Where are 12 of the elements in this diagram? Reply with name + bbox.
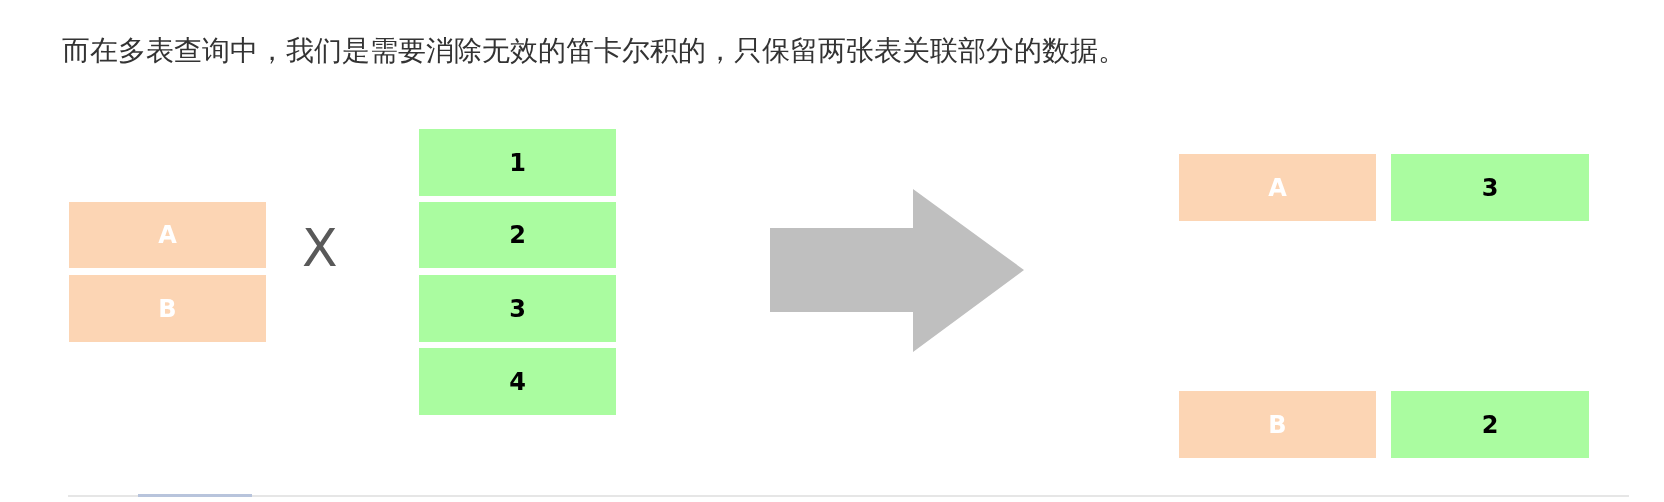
table-cell: B <box>1179 391 1376 458</box>
table-cell: 3 <box>419 275 616 342</box>
table-cell: A <box>69 202 266 268</box>
table-cell: 1 <box>419 129 616 196</box>
table-cell: A <box>1179 154 1376 221</box>
multiply-sign: X <box>302 222 338 274</box>
table-cell: 3 <box>1391 154 1589 221</box>
heading: 而在多表查询中，我们是需要消除无效的笛卡尔积的，只保留两张表关联部分的数据。 <box>62 33 1126 69</box>
table-cell: 4 <box>419 348 616 415</box>
table-cell: 2 <box>1391 391 1589 458</box>
table-cell: B <box>69 275 266 342</box>
table-cell: 2 <box>419 202 616 268</box>
